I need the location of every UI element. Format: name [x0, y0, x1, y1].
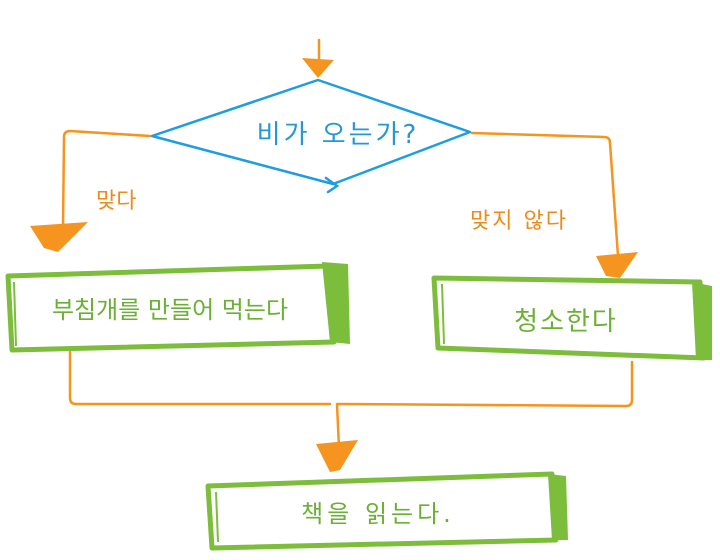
process-yes: 부침개를 만들어 먹는다	[5, 262, 350, 353]
merge-down-line	[335, 402, 341, 450]
connectors	[61, 38, 634, 450]
no-label: 맞지 않다	[470, 209, 568, 234]
final-arrowhead	[316, 440, 358, 472]
yes-label: 맞다	[96, 189, 136, 214]
process-final-inner-edge	[215, 491, 219, 543]
process-final-box	[205, 471, 559, 551]
process-final-text: 책을 읽는다.	[301, 500, 455, 528]
process-no-box	[431, 275, 707, 361]
arrowheads	[30, 58, 638, 472]
process-final: 책을 읽는다.	[205, 471, 568, 551]
decision-text: 비가 오는가?	[257, 120, 420, 150]
process-no-inner-edge	[441, 283, 445, 345]
merge-left-line	[68, 348, 332, 406]
process-yes-inner-edge	[13, 281, 17, 347]
yes-branch-line	[61, 129, 152, 230]
decision-diamond	[150, 78, 472, 186]
process-yes-box	[5, 263, 337, 353]
yes-arrowhead	[30, 222, 88, 252]
process-no-text: 청소한다	[514, 307, 618, 337]
no-arrowhead	[596, 252, 638, 278]
process-no: 청소한다	[431, 275, 712, 361]
merge-right-line	[336, 360, 634, 408]
decision-tail	[324, 176, 340, 194]
process-yes-text: 부침개를 만들어 먹는다	[52, 296, 288, 324]
no-branch-line	[470, 131, 620, 258]
entry-arrowhead	[302, 58, 334, 78]
decision-node: 비가 오는가?	[150, 78, 472, 194]
